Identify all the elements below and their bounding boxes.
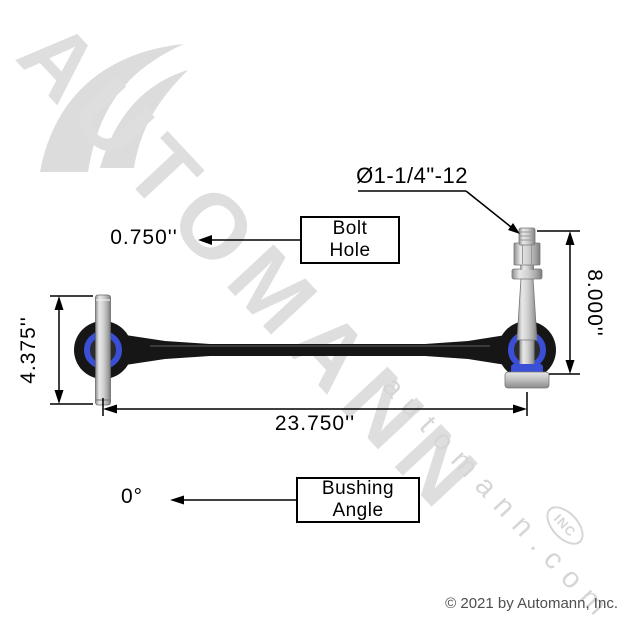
thread-spec-leader: [358, 190, 520, 234]
bushing-angle-callout-box: Bushing Angle: [296, 477, 420, 523]
assembly-height-dimension: 4.375'': [17, 316, 40, 384]
center-to-center-dimension: 23.750'': [274, 412, 356, 435]
copyright-notice: © 2021 by Automann, Inc.: [445, 595, 618, 612]
dimension-center-to-center: [102, 392, 528, 416]
stud-height-dimension: 8.000'': [583, 269, 606, 337]
bolt-hole-callout-line1: Bolt: [332, 218, 368, 239]
left-pin: [95, 294, 111, 406]
right-washer: [504, 364, 550, 389]
bushing-angle-leader: [170, 495, 296, 505]
bushing-angle-callout-line1: Bushing: [321, 478, 395, 499]
bushing-angle-value: 0°: [120, 485, 144, 508]
bolt-hole-leader: [198, 235, 300, 245]
bolt-hole-offset-dimension: 0.750'': [110, 226, 178, 249]
bushing-angle-callout-line2: Angle: [332, 500, 384, 521]
automann-logo-watermark-icon: [40, 44, 188, 172]
bolt-hole-callout-box: Bolt Hole: [300, 216, 400, 264]
bolt-hole-callout-line2: Hole: [329, 240, 371, 261]
thread-spec-label: Ø1-1/4"-12: [356, 163, 468, 188]
dimension-assembly-height: [50, 295, 93, 405]
ball-stud: [511, 227, 543, 341]
dimension-stud-height: [537, 230, 580, 375]
rod-body: [125, 335, 506, 365]
